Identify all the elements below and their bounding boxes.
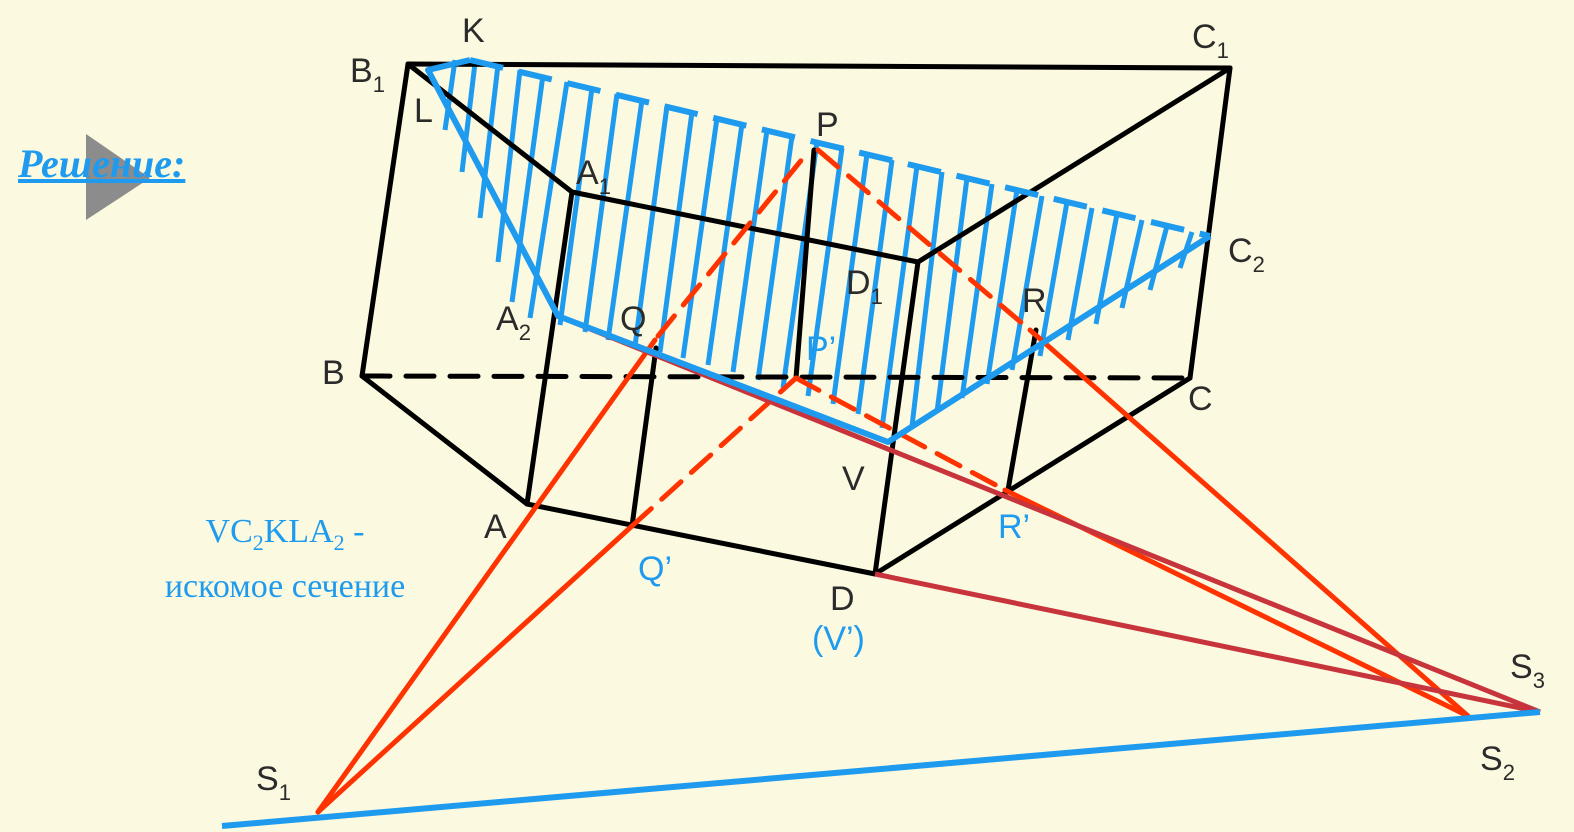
label-C1: C1	[1192, 18, 1229, 63]
label-D1: D1	[846, 264, 883, 309]
label-D: D	[830, 580, 855, 618]
label-Q-prime: Q’	[638, 550, 672, 588]
label-P: P	[816, 106, 839, 144]
play-icon[interactable]	[84, 132, 154, 222]
solution-heading: Решение:	[18, 141, 186, 186]
section-caption: VC2KLA2 - искомое сечение	[160, 510, 410, 609]
label-V: V	[842, 460, 865, 498]
label-K: K	[462, 12, 485, 50]
label-A: A	[484, 508, 507, 546]
label-C: C	[1188, 380, 1213, 418]
label-L: L	[414, 92, 433, 130]
section-hatching	[442, 59, 1195, 429]
label-A2: A2	[496, 300, 531, 345]
label-R: R	[1022, 282, 1047, 320]
label-Q: Q	[620, 300, 646, 338]
label-S1: S1	[256, 760, 291, 805]
caption-line-1: VC2KLA2 -	[205, 513, 365, 555]
label-B: B	[322, 354, 345, 392]
label-S2: S2	[1480, 740, 1515, 785]
label-A1: A1	[576, 154, 611, 199]
label-P-prime: P’	[806, 330, 836, 368]
label-B1: B1	[350, 52, 385, 97]
prism-edges	[359, 61, 1233, 577]
vertex-labels: K C1 B1 L P A1 C2 D1 R A2 Q P’ B C V A R…	[256, 12, 1545, 805]
label-R-prime: R’	[998, 508, 1030, 546]
label-C2: C2	[1228, 232, 1265, 277]
label-V-prime: (V’)	[812, 620, 865, 658]
section-outline	[221, 57, 1541, 829]
trace-lines	[557, 313, 1541, 715]
construction-lines	[315, 147, 1471, 815]
label-S3: S3	[1510, 648, 1545, 693]
caption-line-2: искомое сечение	[164, 567, 406, 605]
